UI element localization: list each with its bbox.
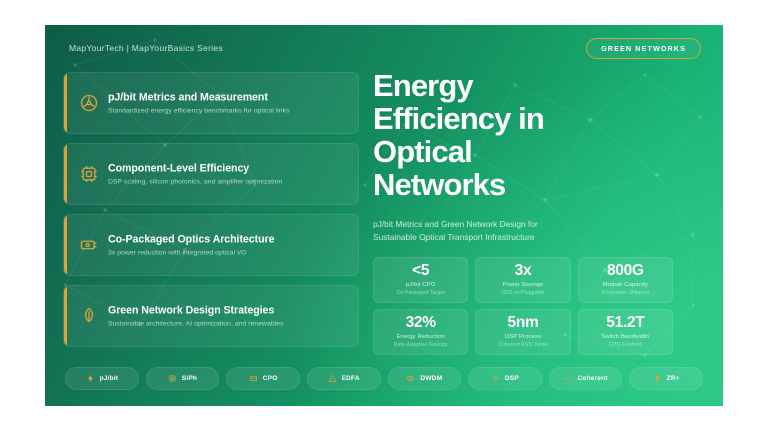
card-accent-bar xyxy=(64,144,67,204)
tag-chip[interactable]: pJ/bit xyxy=(65,367,139,390)
stat-value: 32% xyxy=(405,314,436,332)
card-title: Green Network Design Strategies xyxy=(108,304,275,317)
stat-label: Module Capacity xyxy=(602,282,649,289)
stat-note: Co-Packaged Target xyxy=(396,289,445,296)
stat-value: <5 xyxy=(412,262,430,280)
tag-label: SiPh xyxy=(181,375,198,382)
card-accent-bar xyxy=(64,73,67,133)
package-icon xyxy=(249,374,258,383)
card-text-block: pJ/bit Metrics and Measurement Standardi… xyxy=(108,92,346,115)
status-badge: GREEN NETWORKS xyxy=(586,38,701,59)
tag-label: EDFA xyxy=(341,375,360,382)
stat-label: Power Savings xyxy=(502,282,544,289)
stat-label: pJ/bit CPO xyxy=(405,282,436,289)
tag-label: ZR+ xyxy=(666,375,680,382)
tag-bar: pJ/bit SiPh CPO xyxy=(65,367,703,390)
stat-label: Switch Bandwidth xyxy=(601,334,650,341)
stat-card: 32% Energy Reduction Rate-Adaptive Savin… xyxy=(373,308,469,355)
stat-value: 5nm xyxy=(507,314,539,332)
card-accent-bar xyxy=(64,215,67,275)
card-title: Component-Level Efficiency xyxy=(108,162,250,175)
card-subtitle: Standardized energy efficiency benchmark… xyxy=(108,107,290,115)
brand-breadcrumb: MapYourTech | MapYourBasics Series xyxy=(69,43,223,53)
stat-label: Energy Reduction xyxy=(396,334,445,341)
wave-icon xyxy=(406,374,415,383)
stat-note: Rate-Adaptive Savings xyxy=(393,341,448,348)
tag-chip[interactable]: SiPh xyxy=(145,367,220,390)
page-subtitle: pJ/bit Metrics and Green Network Design … xyxy=(373,218,703,244)
tag-chip[interactable]: ZR+ xyxy=(629,367,703,390)
card-title: pJ/bit Metrics and Measurement xyxy=(108,91,268,104)
stat-card: 51.2T Switch Bandwidth CPO-Enabled xyxy=(577,308,673,355)
stat-card: 5nm DSP Process Coherent ASIC Node xyxy=(475,308,571,355)
tag-chip[interactable]: EDFA xyxy=(306,367,381,390)
subtitle-line: Sustainable Optical Transport Infrastruc… xyxy=(373,231,535,242)
tag-label: CPO xyxy=(262,375,278,382)
page-title: Energy Efficiency in Optical Networks xyxy=(373,69,703,202)
topic-card-list: pJ/bit Metrics and Measurement Standardi… xyxy=(63,72,359,356)
topic-card[interactable]: Green Network Design Strategies Sustaina… xyxy=(63,285,359,347)
signal-icon xyxy=(563,374,572,383)
tag-chip[interactable]: CPO xyxy=(226,367,300,390)
stat-note: Coherent ASIC Node xyxy=(498,341,548,348)
headline-column: Energy Efficiency in Optical Networks pJ… xyxy=(373,69,703,355)
chip-icon xyxy=(168,374,177,383)
topic-card[interactable]: Co-Packaged Optics Architecture 3x power… xyxy=(63,214,359,276)
stat-note: CPO vs Pluggable xyxy=(501,289,545,296)
stat-value: 800G xyxy=(606,262,644,280)
stat-grid: <5 pJ/bit CPO Co-Packaged Target 3x Powe… xyxy=(373,256,673,355)
card-subtitle: DSP scaling, silicon photonics, and ampl… xyxy=(108,178,283,186)
headline-line: Networks xyxy=(373,167,506,203)
stat-note: Production Shipping xyxy=(601,289,650,296)
stat-card: 3x Power Savings CPO vs Pluggable xyxy=(475,256,571,303)
presentation-slide: MapYourTech | MapYourBasics Series GREEN… xyxy=(45,25,723,406)
card-text-block: Component-Level Efficiency DSP scaling, … xyxy=(108,163,346,186)
headline-line: Energy xyxy=(373,68,474,103)
amplifier-icon xyxy=(328,374,337,383)
tag-label: DSP xyxy=(504,375,519,382)
tag-label: pJ/bit xyxy=(99,375,119,382)
stat-card: 800G Module Capacity Production Shipping xyxy=(577,256,673,303)
processor-icon xyxy=(491,374,500,383)
card-text-block: Green Network Design Strategies Sustaina… xyxy=(108,305,346,328)
stat-value: 3x xyxy=(514,262,532,280)
stat-card: <5 pJ/bit CPO Co-Packaged Target xyxy=(373,256,469,303)
stat-note: CPO-Enabled xyxy=(609,341,642,348)
chip-icon xyxy=(79,164,99,184)
tag-label: Coherent xyxy=(577,375,608,382)
card-accent-bar xyxy=(64,286,67,346)
gauge-icon xyxy=(79,93,99,113)
slide-background-glow xyxy=(45,25,723,406)
stat-value: 51.2T xyxy=(606,314,645,332)
card-subtitle: Sustainable architecture, AI optimizatio… xyxy=(108,320,284,328)
subtitle-line: pJ/bit Metrics and Green Network Design … xyxy=(373,218,538,229)
stat-label: DSP Process xyxy=(504,334,541,341)
card-title: Co-Packaged Optics Architecture xyxy=(108,233,275,246)
tag-chip[interactable]: DSP xyxy=(468,367,542,390)
energy-icon xyxy=(86,374,95,383)
tag-chip[interactable]: Coherent xyxy=(548,367,623,390)
topic-card[interactable]: Component-Level Efficiency DSP scaling, … xyxy=(63,143,359,205)
pluggable-icon xyxy=(653,374,662,383)
module-icon xyxy=(79,235,99,255)
topic-card[interactable]: pJ/bit Metrics and Measurement Standardi… xyxy=(63,72,359,134)
leaf-icon xyxy=(79,306,99,326)
card-subtitle: 3x power reduction with integrated optic… xyxy=(108,249,247,257)
headline-line: Optical xyxy=(373,134,473,170)
headline-line: Efficiency in xyxy=(373,101,545,137)
tag-label: DWDM xyxy=(420,375,443,382)
card-text-block: Co-Packaged Optics Architecture 3x power… xyxy=(108,234,346,257)
tag-chip[interactable]: DWDM xyxy=(387,367,462,390)
